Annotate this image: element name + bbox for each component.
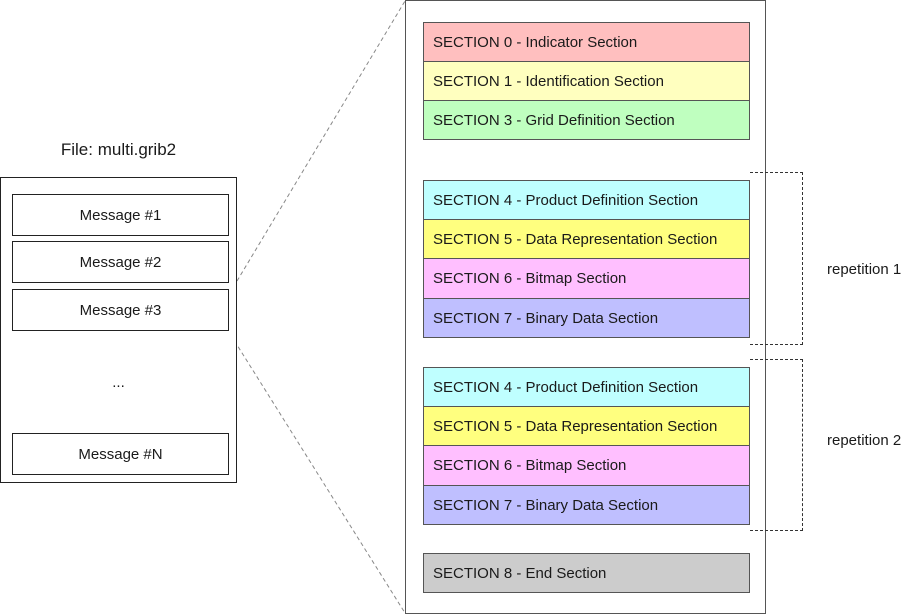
repetition-1-bracket	[750, 172, 803, 345]
rep2-section-4-product-definition: SECTION 4 - Product Definition Section	[423, 367, 750, 407]
rep1-section-7-binary-data: SECTION 7 - Binary Data Section	[423, 298, 750, 338]
rep1-section-4-product-definition: SECTION 4 - Product Definition Section	[423, 180, 750, 220]
section-0-indicator: SECTION 0 - Indicator Section	[423, 22, 750, 62]
message-3-box: Message #3	[12, 289, 229, 331]
rep1-section-5-data-representation: SECTION 5 - Data Representation Section	[423, 219, 750, 259]
zoom-line-bottom	[226, 328, 406, 614]
repetition-2-label: repetition 2	[827, 432, 902, 449]
rep2-section-7-binary-data: SECTION 7 - Binary Data Section	[423, 485, 750, 525]
messages-ellipsis: ...	[112, 374, 125, 391]
section-3-grid-definition: SECTION 3 - Grid Definition Section	[423, 100, 750, 140]
file-title: File: multi.grib2	[60, 140, 177, 159]
zoom-line-top	[236, 0, 406, 282]
rep1-section-6-bitmap: SECTION 6 - Bitmap Section	[423, 258, 750, 299]
repetition-1-label: repetition 1	[827, 261, 902, 278]
message-1-box: Message #1	[12, 194, 229, 236]
section-1-identification: SECTION 1 - Identification Section	[423, 61, 750, 101]
rep2-section-6-bitmap: SECTION 6 - Bitmap Section	[423, 445, 750, 486]
file-container: Message #1 Message #2 Message #3 ... Mes…	[0, 177, 237, 483]
message-n-box: Message #N	[12, 433, 229, 475]
repetition-2-bracket	[750, 359, 803, 531]
message-2-box: Message #2	[12, 241, 229, 283]
section-8-end: SECTION 8 - End Section	[423, 553, 750, 593]
rep2-section-5-data-representation: SECTION 5 - Data Representation Section	[423, 406, 750, 446]
